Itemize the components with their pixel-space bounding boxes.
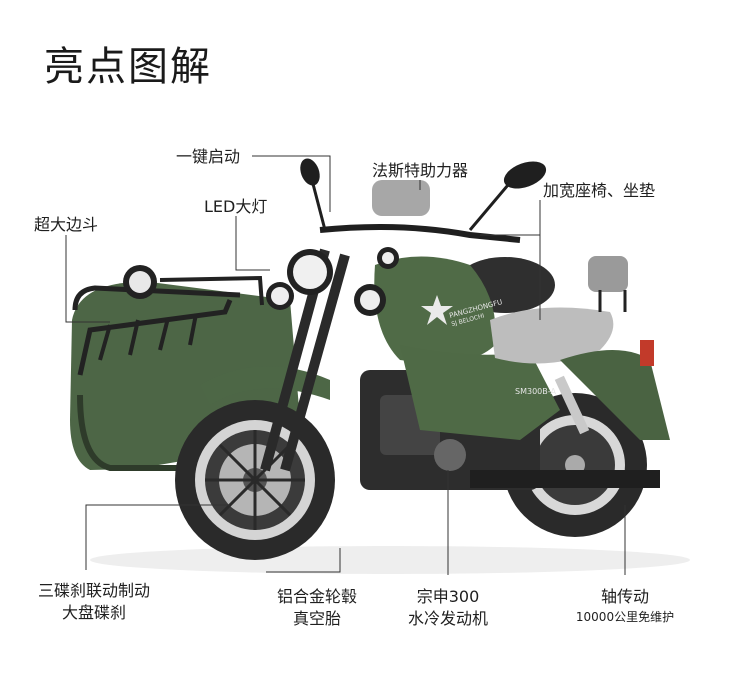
seat (490, 307, 614, 364)
fuel-tank: PANGZHONGFU SJ BELOCHI (374, 256, 503, 363)
label-shaft-line1: 轴传动 (600, 587, 649, 606)
label-engine-line2: 水冷发动机 (407, 609, 488, 628)
label-wheel-line1: 铝合金轮毂 (276, 587, 357, 606)
callout-lines (65, 155, 626, 575)
pillion-backrest (588, 256, 628, 292)
rear-shock (554, 375, 590, 435)
ground-shadow (90, 546, 690, 574)
handlebar (319, 223, 521, 243)
label-sidecar: 超大边斗 (34, 215, 99, 234)
tail-light (640, 340, 654, 366)
booster-cover (372, 180, 430, 216)
page-title: 亮点图解 (44, 44, 212, 90)
exhaust (470, 470, 660, 488)
label-led-light: LED大灯 (204, 197, 268, 216)
label-wheel: 铝合金轮毂 真空胎 (262, 586, 372, 630)
side-panel: SM300B-A (400, 345, 560, 440)
label-brake-line2: 大盘碟刹 (61, 603, 126, 622)
label-one-key-start: 一键启动 (176, 147, 241, 166)
label-wheel-line2: 真空胎 (292, 609, 341, 628)
mirror-left (300, 158, 320, 186)
rear-fender (560, 350, 670, 440)
label-wide-seat: 加宽座椅、坐垫 (543, 181, 656, 200)
label-engine-line1: 宗申300 (416, 587, 480, 606)
label-shaft: 轴传动 10000公里免维护 (566, 586, 684, 626)
model-text: SM300B-A (515, 387, 556, 396)
label-brake-line1: 三碟刹联动制动 (37, 581, 150, 600)
front-fender (200, 366, 330, 405)
front-fork-right (280, 253, 350, 472)
label-brake: 三碟刹联动制动 大盘碟刹 (24, 580, 164, 624)
label-engine: 宗申300 水冷发动机 (398, 586, 498, 630)
front-wheel (175, 400, 335, 560)
headlights (266, 247, 399, 316)
label-shaft-line2: 10000公里免维护 (575, 610, 675, 624)
mirror-right (503, 161, 547, 189)
label-fastest-booster: 法斯特助力器 (372, 161, 469, 180)
